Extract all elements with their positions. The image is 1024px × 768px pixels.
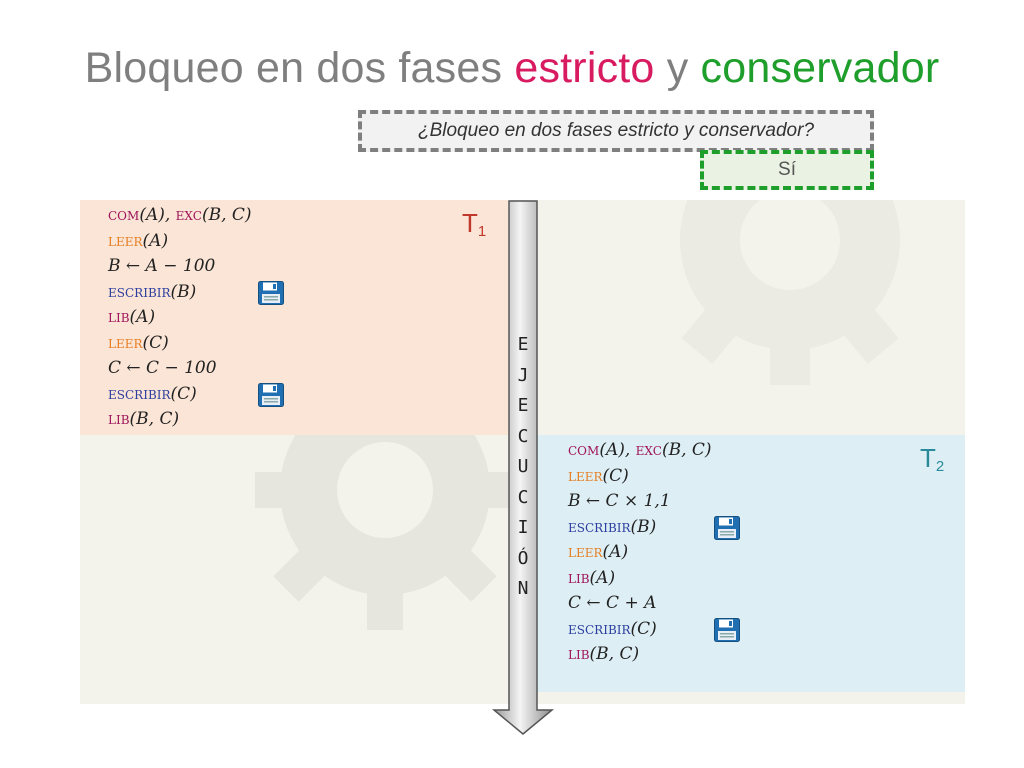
save-disk-icon	[714, 617, 740, 642]
transaction-t1-panel	[80, 200, 508, 435]
op-args: B ← A − 100	[108, 256, 216, 276]
t2-label-sub: 2	[935, 458, 945, 475]
op-keyword-exc: exc	[635, 440, 662, 460]
op-args: (B)	[630, 516, 657, 537]
save-disk-icon	[258, 382, 284, 407]
op-args: (A)	[142, 230, 169, 251]
op-keyword-lib: lib	[568, 644, 590, 664]
t1-label-text: T	[462, 208, 478, 238]
op-args: (A)	[589, 567, 616, 588]
op-keyword-lib: lib	[108, 307, 130, 327]
execution-letter: E	[517, 395, 529, 416]
execution-letter: Ó	[517, 547, 529, 569]
slide-title: Bloqueo en dos fases estricto y conserva…	[0, 44, 1024, 93]
t1-operation: leer(C)	[108, 331, 252, 357]
t2-operation: com(A), exc(B, C)	[568, 438, 712, 464]
answer-box: Sí	[700, 150, 874, 190]
op-args: (A)	[129, 307, 156, 327]
op-keyword-escribir: escribir	[108, 281, 171, 302]
question-text: ¿Bloqueo en dos fases estricto y conserv…	[417, 120, 815, 141]
op-keyword-leer: leer	[108, 332, 143, 353]
op-keyword-com: com	[108, 205, 140, 225]
t1-operation: lib(B, C)	[108, 407, 252, 433]
op-args: (C)	[630, 618, 657, 639]
save-disk-icon	[714, 515, 740, 540]
op-keyword-escribir: escribir	[568, 516, 631, 537]
save-disk-icon	[258, 280, 284, 305]
t1-operation: lib(A)	[108, 305, 252, 331]
down-arrow-icon	[491, 200, 555, 735]
t2-operation: leer(A)	[568, 540, 712, 566]
op-keyword-lib: lib	[568, 567, 590, 588]
execution-letter: E	[517, 334, 529, 355]
op-args: (A),	[139, 205, 176, 225]
t1-operation: com(A), exc(B, C)	[108, 203, 252, 229]
gear-icon	[680, 200, 900, 385]
execution-letter: N	[517, 578, 529, 599]
transaction-t2-panel	[537, 435, 965, 692]
execution-letter: C	[517, 425, 529, 447]
op-keyword-exc: exc	[175, 205, 202, 225]
t1-operation: C ← C − 100	[108, 356, 252, 382]
t2-operation: lib(A)	[568, 566, 712, 592]
op-args: (B, C)	[589, 644, 640, 664]
t2-operation: escribir(B)	[568, 515, 712, 541]
op-args: (B, C)	[129, 409, 180, 429]
op-keyword-leer: leer	[568, 542, 603, 562]
op-keyword-leer: leer	[568, 465, 603, 486]
op-args: (A)	[602, 542, 629, 562]
op-args: C ← C − 100	[108, 358, 217, 378]
execution-letter: C	[517, 486, 529, 508]
title-conservative: conservador	[700, 44, 940, 92]
t2-label-text: T	[920, 443, 936, 473]
execution-letter: I	[517, 517, 529, 538]
t2-operation: B ← C × 1,1	[568, 489, 712, 515]
op-keyword-escribir: escribir	[108, 383, 171, 404]
title-mid: y	[654, 44, 701, 92]
question-box: ¿Bloqueo en dos fases estricto y conserv…	[358, 110, 874, 152]
answer-text: Sí	[778, 159, 796, 180]
title-strict: estricto	[514, 44, 655, 92]
op-args: (B, C)	[661, 440, 712, 460]
t1-operation: B ← A − 100	[108, 254, 252, 280]
op-args: (C)	[170, 383, 197, 404]
op-args: (B)	[170, 281, 197, 302]
op-keyword-leer: leer	[108, 230, 143, 251]
t1-operation: leer(A)	[108, 229, 252, 255]
op-args: (A),	[599, 440, 636, 460]
t2-label: T2	[920, 443, 944, 475]
execution-letter: J	[517, 364, 529, 386]
op-keyword-escribir: escribir	[568, 618, 631, 639]
t2-operation: C ← C + A	[568, 591, 712, 617]
title-main: Bloqueo en dos fases	[84, 44, 515, 92]
t1-label-sub: 1	[477, 223, 487, 240]
op-args: (C)	[142, 332, 169, 353]
op-args: (C)	[602, 465, 629, 486]
op-args: C ← C + A	[568, 593, 657, 613]
op-args: B ← C × 1,1	[568, 491, 671, 511]
t2-operation: escribir(C)	[568, 617, 712, 643]
t1-operation: escribir(C)	[108, 382, 252, 408]
execution-letter: U	[517, 456, 529, 477]
op-keyword-lib: lib	[108, 409, 130, 429]
op-args: (B, C)	[201, 205, 252, 225]
op-keyword-com: com	[568, 440, 600, 460]
t1-label: T1	[462, 208, 486, 240]
t1-operation: escribir(B)	[108, 280, 252, 306]
t2-operation: leer(C)	[568, 464, 712, 490]
t2-operation: lib(B, C)	[568, 642, 712, 668]
